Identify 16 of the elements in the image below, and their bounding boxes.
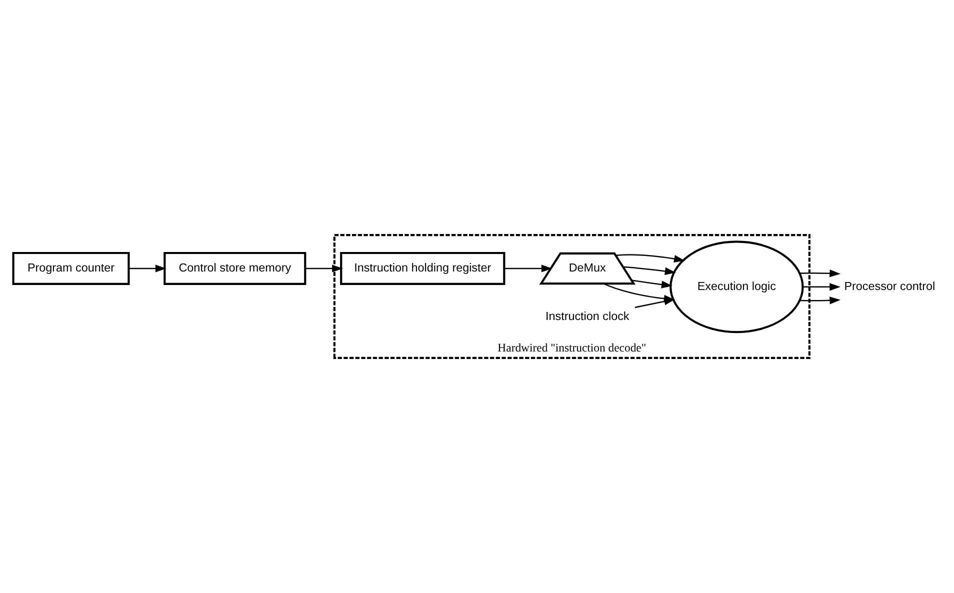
arrow bbox=[305, 264, 343, 272]
node-box: Program counter bbox=[12, 252, 130, 285]
node-box: Control store memory bbox=[164, 252, 306, 285]
arrow bbox=[634, 298, 676, 308]
arrow bbox=[623, 266, 676, 275]
arrow bbox=[800, 270, 841, 278]
arrow bbox=[632, 280, 672, 288]
arrow bbox=[504, 264, 552, 272]
arrow bbox=[616, 254, 685, 262]
arrow bbox=[800, 296, 841, 304]
node-text: Instruction clock bbox=[545, 310, 630, 324]
arrow bbox=[802, 283, 841, 291]
node-ellipse: Execution logic bbox=[670, 240, 804, 334]
arrow bbox=[128, 264, 166, 272]
node-text: Processor control bbox=[844, 280, 936, 293]
node-box: Instruction holding register bbox=[340, 252, 506, 285]
